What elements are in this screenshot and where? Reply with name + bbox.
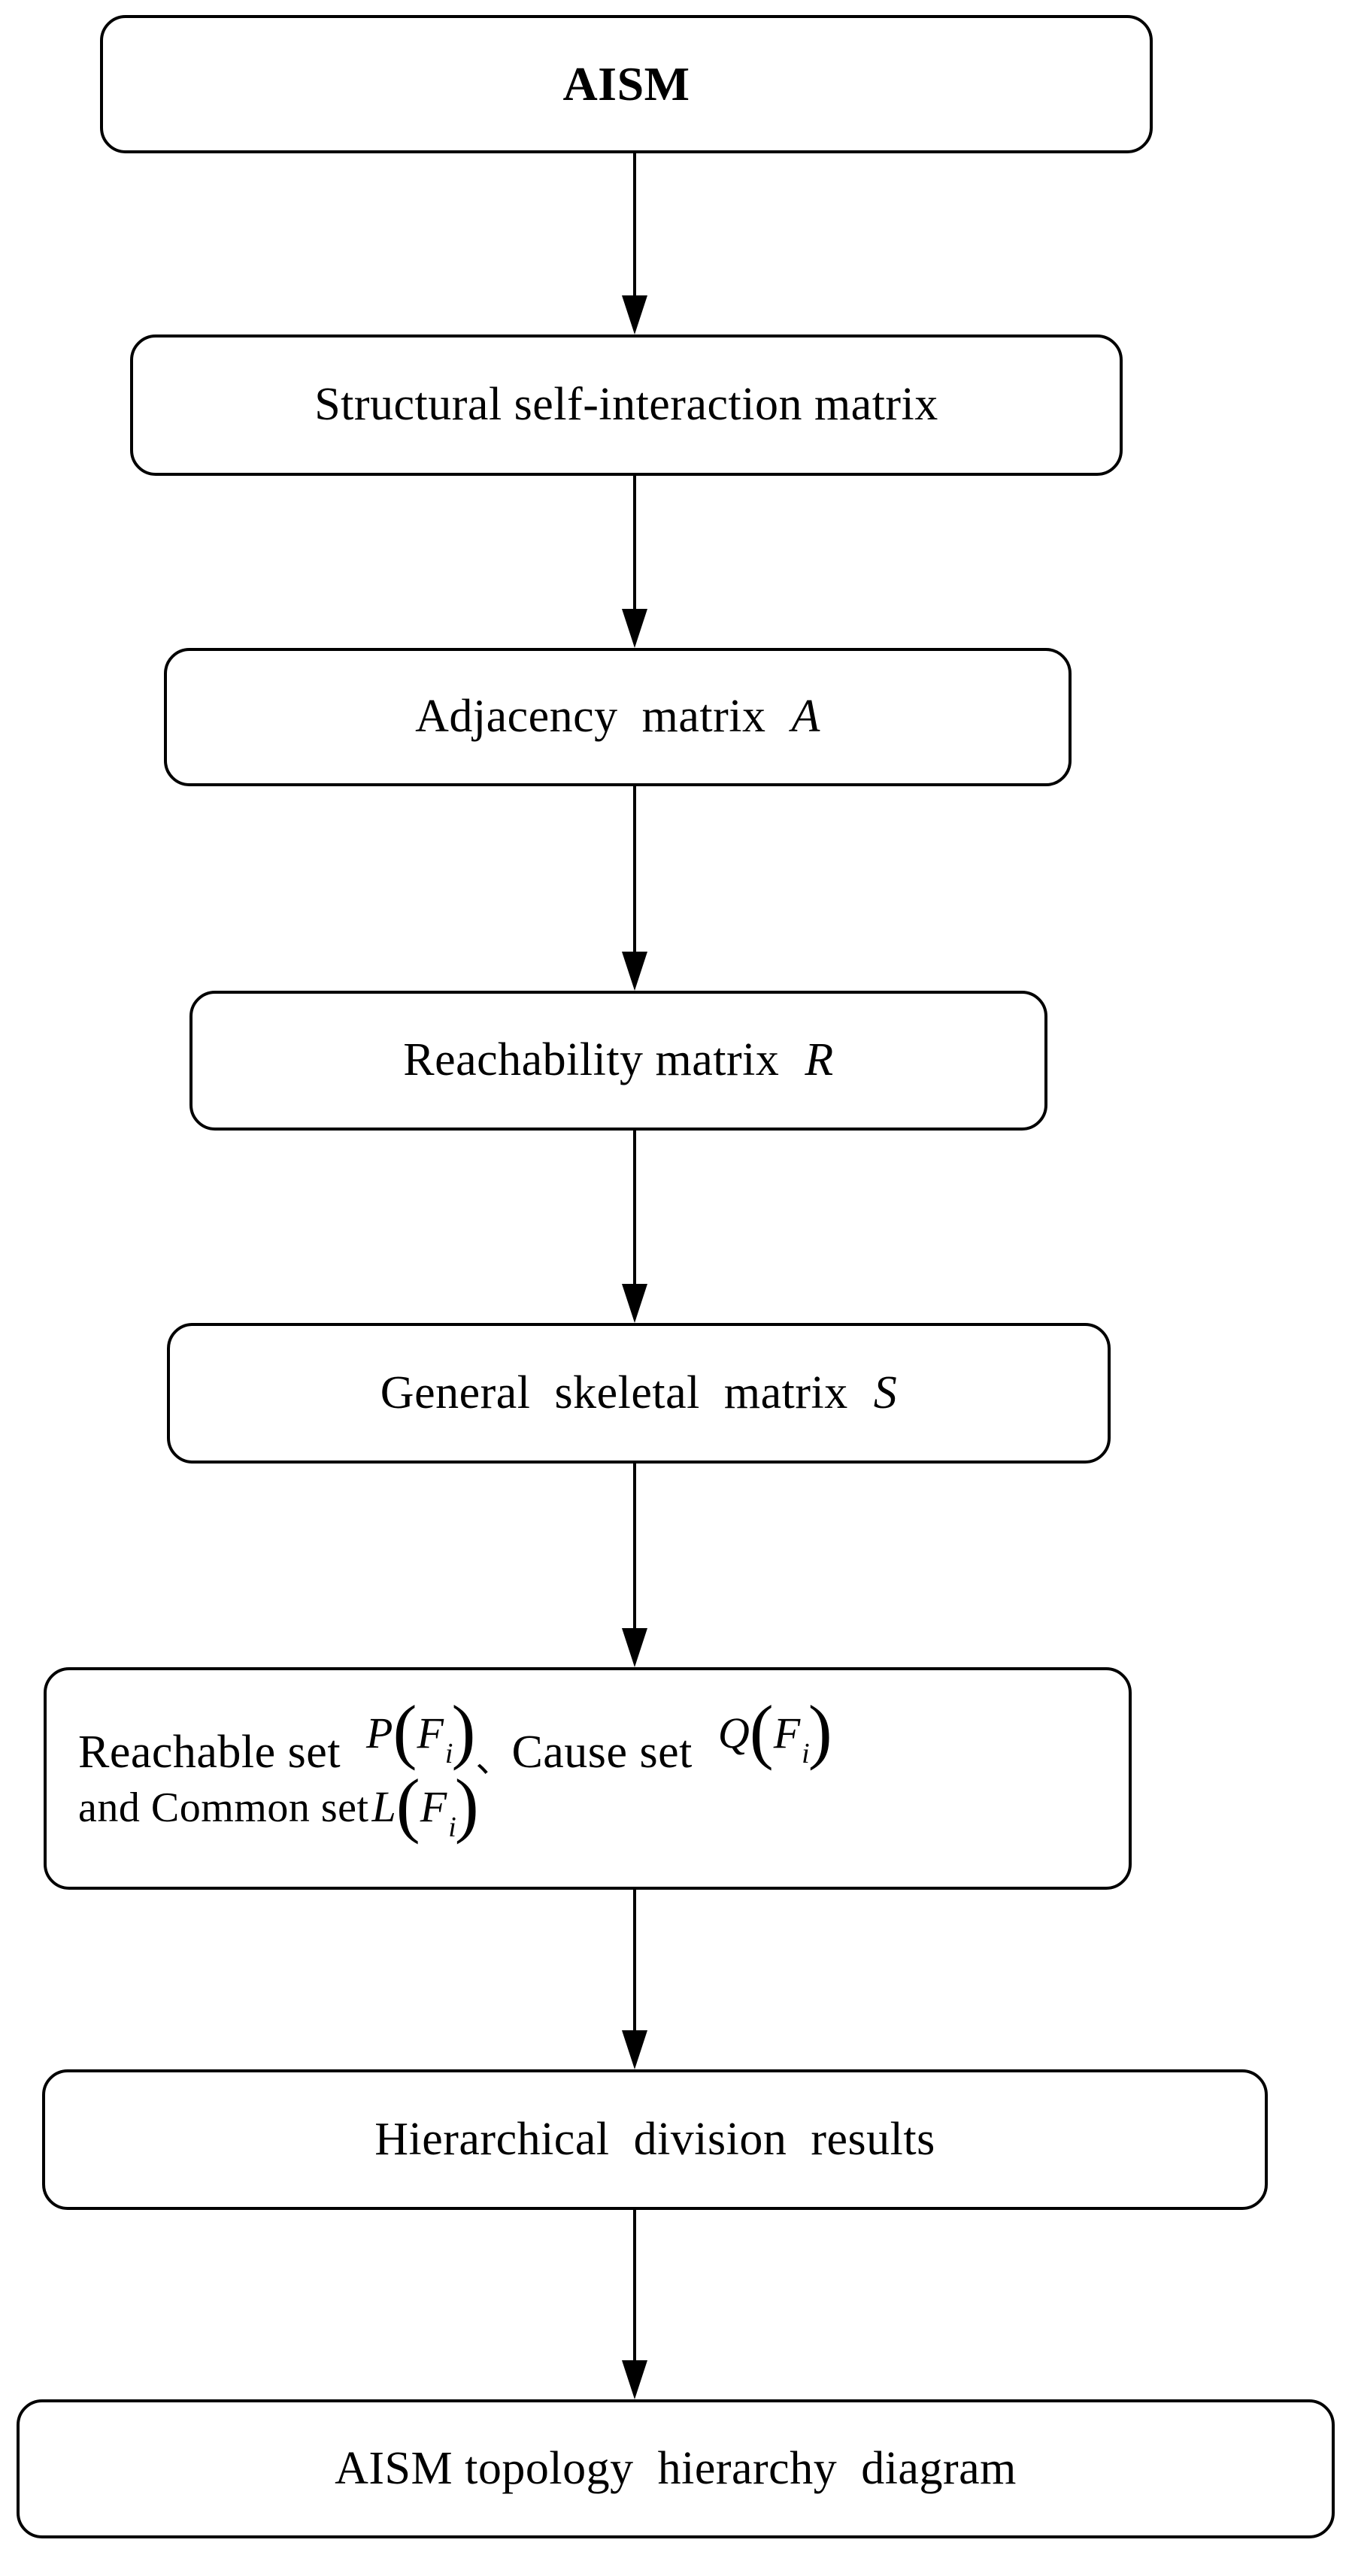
ideographic-comma-separator: 、	[475, 1738, 512, 1781]
arrow-head	[622, 2360, 647, 2399]
node-aism-topology-hierarchy-diagram[interactable]: AISM topology hierarchy diagram	[17, 2399, 1335, 2538]
arrow-head	[622, 1284, 647, 1323]
formula-l-arg: F	[420, 1782, 447, 1832]
arrow-shaft	[633, 1890, 636, 2030]
node-adjacency-matrix[interactable]: Adjacency matrix A	[164, 648, 1072, 786]
formula-l-subscript: i	[448, 1812, 456, 1844]
node-adjacency-symbol: A	[791, 691, 820, 743]
node-aism-label: AISM	[562, 57, 690, 111]
arrow-shaft	[633, 476, 636, 609]
arrow-head	[622, 609, 647, 648]
arrow-shaft	[633, 1131, 636, 1284]
arrow-head	[622, 295, 647, 334]
arrow-shaft	[633, 1464, 636, 1628]
node-topology-label: AISM topology hierarchy diagram	[335, 2442, 1017, 2494]
node-skeletal-symbol: S	[873, 1367, 898, 1418]
node-reachability-symbol: R	[805, 1034, 834, 1086]
node-reachability-matrix[interactable]: Reachability matrix R	[189, 991, 1047, 1131]
node-ssim-label: Structural self-interaction matrix	[314, 379, 938, 431]
arrow-head	[622, 2030, 647, 2069]
formula-q-symbol: Q	[717, 1708, 750, 1757]
node-reachability-label: Reachability matrix	[403, 1034, 780, 1086]
formula-p-subscript: i	[444, 1737, 453, 1769]
node-hierarchy-label: Hierarchical division results	[374, 2113, 935, 2165]
arrow-shaft	[633, 153, 636, 295]
arrow-shaft	[633, 786, 636, 952]
formula-p-symbol: P	[366, 1708, 393, 1757]
arrow-head	[622, 952, 647, 991]
formula-q-subscript: i	[802, 1737, 810, 1769]
reachable-set-label: Reachable set	[78, 1726, 341, 1778]
formula-p-arg: F	[417, 1708, 444, 1757]
common-set-label: and Common set	[78, 1784, 369, 1832]
node-skeletal-label: General skeletal matrix	[380, 1367, 848, 1418]
cause-set-label: Cause set	[511, 1726, 693, 1778]
formula-l-symbol: L	[371, 1782, 396, 1832]
arrow-head	[622, 1628, 647, 1667]
arrow-shaft	[633, 2210, 636, 2360]
node-hierarchical-division-results[interactable]: Hierarchical division results	[42, 2069, 1268, 2210]
formula-q-arg: F	[773, 1708, 801, 1757]
node-aism[interactable]: AISM	[100, 15, 1153, 153]
node-general-skeletal-matrix[interactable]: General skeletal matrix S	[167, 1323, 1111, 1464]
node-structural-self-interaction-matrix[interactable]: Structural self-interaction matrix	[130, 334, 1123, 476]
node-adjacency-label: Adjacency matrix	[415, 691, 766, 743]
